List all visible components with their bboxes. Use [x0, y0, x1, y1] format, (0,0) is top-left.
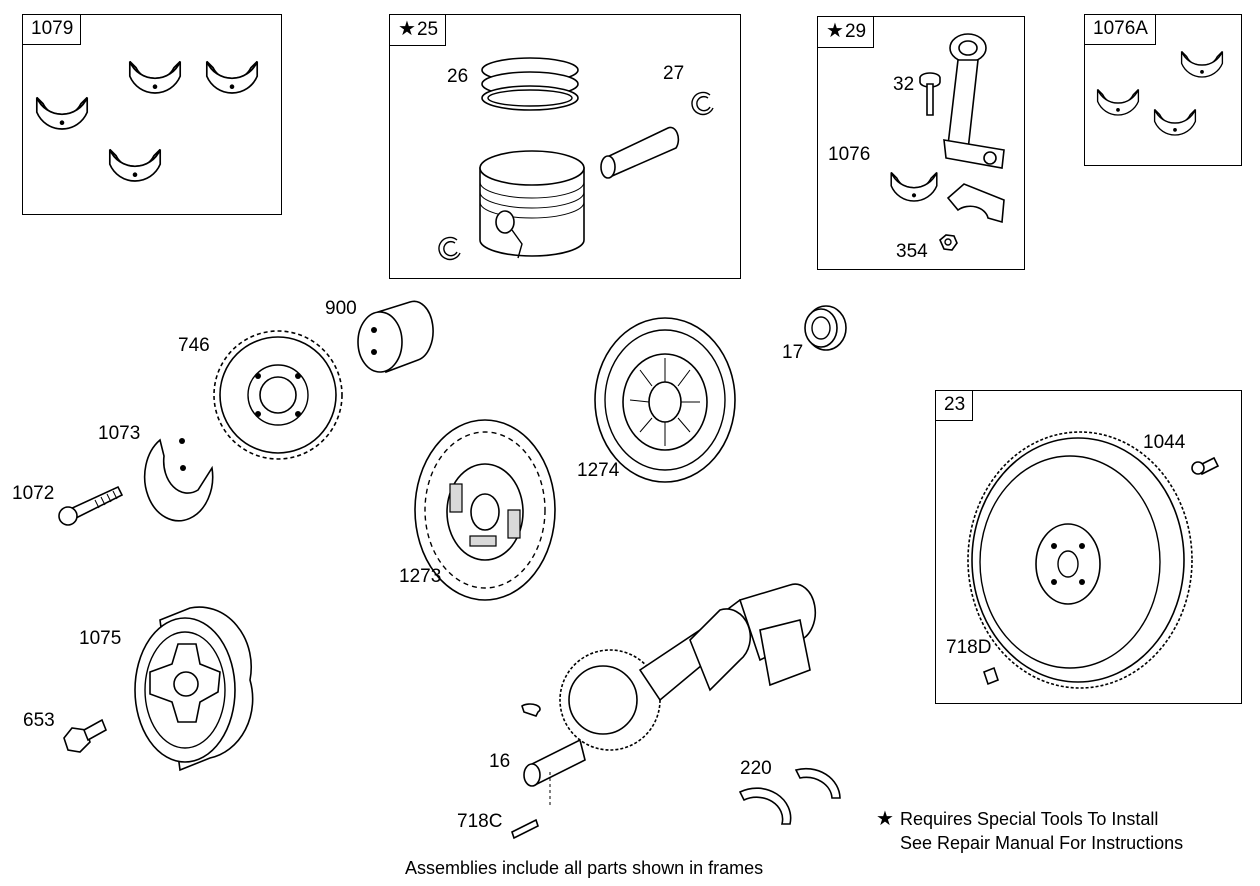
- part-label-17: 17: [782, 342, 804, 363]
- piston-icon: [479, 150, 585, 259]
- assemblies-footnote: Assemblies include all parts shown in fr…: [405, 858, 764, 878]
- frame-1079: 1079: [22, 14, 282, 215]
- frame-1076A: 1076A: [1084, 14, 1242, 166]
- bolt-icon: [63, 718, 108, 753]
- part-label-220: 220: [740, 758, 772, 779]
- piston-ring-icon: [481, 57, 579, 111]
- part-label-32: 32: [893, 74, 915, 95]
- part-label-1044: 1044: [1143, 432, 1186, 453]
- part-label-1075: 1075: [79, 628, 122, 649]
- special-tools-note: ★ Requires Special Tools To Install: [876, 808, 1158, 830]
- part-label-718D: 718D: [946, 637, 992, 658]
- frame-29: ★29: [817, 16, 1025, 270]
- part-label-1076: 1076: [828, 144, 871, 165]
- part-label-718C: 718C: [457, 811, 503, 832]
- balancer-hub-icon: [357, 300, 434, 374]
- bolt-icon: [1191, 456, 1220, 476]
- special-tools-line-1: Requires Special Tools To Install: [899, 809, 1159, 829]
- flywheel-icon: [967, 431, 1193, 689]
- frame-tag-label: 1079: [31, 18, 74, 39]
- frame-tag: ★29: [818, 17, 875, 48]
- key-icon: [521, 703, 541, 717]
- crankshaft-icon: [523, 583, 817, 787]
- star-icon: ★: [826, 20, 844, 42]
- frame-tag: 1079: [23, 15, 82, 45]
- part-label-900: 900: [325, 298, 357, 319]
- frame-tag-label: 29: [844, 21, 867, 42]
- connecting-rod-icon: [943, 33, 1005, 169]
- frame-tag: ★25: [390, 15, 447, 46]
- part-label-1072: 1072: [12, 483, 55, 504]
- pulley-icon: [134, 606, 254, 772]
- part-label-746: 746: [178, 335, 210, 356]
- special-tools-line-2: See Repair Manual For Instructions: [900, 833, 1184, 853]
- gear-icon: [213, 330, 343, 460]
- part-label-26: 26: [447, 66, 469, 87]
- part-label-27: 27: [663, 63, 685, 84]
- frame-tag-label: 23: [944, 394, 966, 415]
- part-label-653: 653: [23, 710, 55, 731]
- balancer-plate-icon: [143, 438, 214, 522]
- frame-tag: 1076A: [1085, 15, 1156, 45]
- star-icon: ★: [876, 808, 894, 830]
- pressure-plate-icon: [594, 317, 736, 483]
- part-label-1073: 1073: [98, 423, 141, 444]
- thrust-washer-icon: [738, 767, 841, 825]
- frame-tag-label: 1076A: [1093, 18, 1148, 39]
- wrist-pin-icon: [600, 126, 680, 179]
- frame-tag: 23: [936, 391, 974, 421]
- bolt-icon: [58, 485, 124, 526]
- frame-tag-label: 25: [416, 19, 439, 40]
- star-icon: ★: [398, 18, 416, 40]
- part-label-354: 354: [896, 241, 928, 262]
- frame-25: ★25: [389, 14, 741, 279]
- part-label-1273: 1273: [399, 566, 442, 587]
- clutch-disc-icon: [414, 419, 556, 601]
- dowel-pin-icon: [511, 818, 539, 840]
- part-label-16: 16: [489, 751, 511, 772]
- frame-23: 23: [935, 390, 1242, 704]
- part-label-1274: 1274: [577, 460, 620, 481]
- bolt-icon: [919, 72, 941, 116]
- dowel-pin-icon: [983, 666, 999, 686]
- nut-icon: [939, 234, 958, 251]
- rod-cap-icon: [946, 183, 1005, 224]
- bearing-icon: [804, 305, 847, 351]
